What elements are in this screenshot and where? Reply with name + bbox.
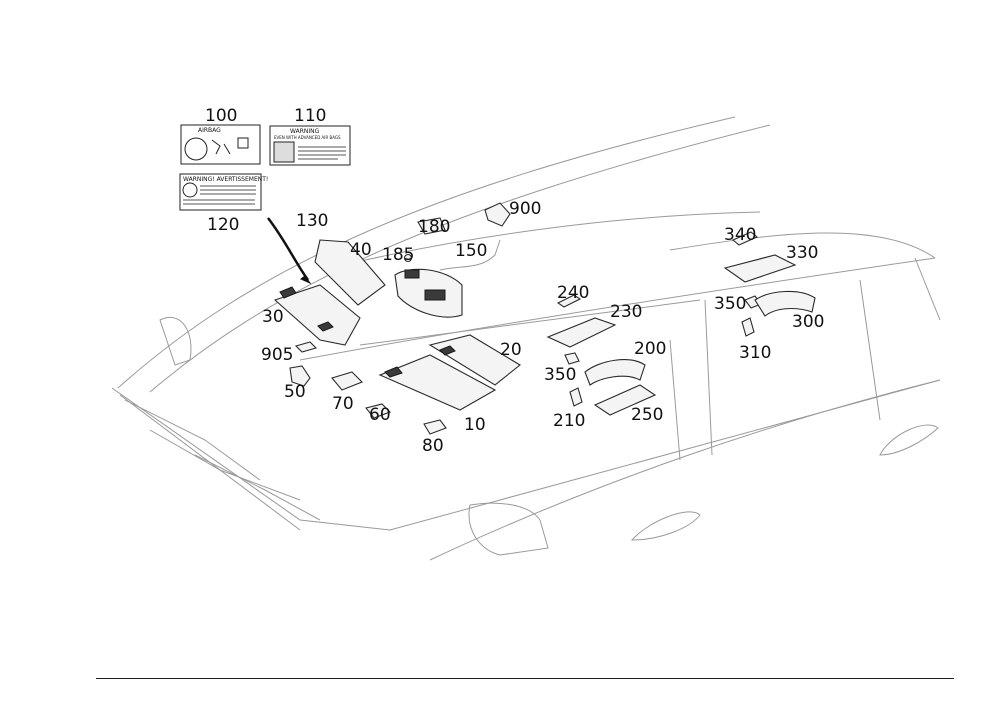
callout-80: 80 [422, 436, 444, 456]
callout-20: 20 [500, 340, 522, 360]
callout-130: 130 [296, 211, 328, 231]
vehicle-outline [111, 116, 941, 561]
callout-330: 330 [786, 243, 818, 263]
callout-350-right: 350 [714, 294, 746, 314]
callout-310: 310 [739, 343, 771, 363]
label-arrow [267, 217, 310, 281]
callout-10: 10 [464, 415, 486, 435]
callout-240: 240 [557, 283, 589, 303]
callout-120: 120 [207, 215, 239, 235]
callout-60: 60 [369, 405, 391, 425]
callout-230: 230 [610, 302, 642, 322]
overhead-console [394, 202, 511, 318]
callout-70: 70 [332, 394, 354, 414]
warning-label: WARNING EVEN WITH ADVANCED AIR BAGS [269, 125, 351, 166]
callout-250: 250 [631, 405, 663, 425]
callout-340: 340 [724, 225, 756, 245]
callout-300: 300 [792, 312, 824, 332]
callout-180: 180 [418, 217, 450, 237]
sun-visor-right [378, 334, 521, 411]
callout-150: 150 [455, 241, 487, 261]
bilingual-label-header: WARNING! AVERTISSEMENT! [183, 176, 268, 183]
callout-200: 200 [634, 339, 666, 359]
callout-900: 900 [509, 199, 541, 219]
airbag-label-header: AIRBAG [198, 127, 221, 134]
callout-210: 210 [553, 411, 585, 431]
small-parts-right [546, 231, 816, 416]
callout-350: 350 [544, 365, 576, 385]
callout-110: 110 [294, 106, 326, 126]
bilingual-warning-label: WARNING! AVERTISSEMENT! [179, 173, 268, 211]
callouts: 100 110 120 130 40 180 185 150 900 30 90… [205, 106, 824, 456]
callout-905: 905 [261, 345, 293, 365]
sun-visor-left [273, 239, 386, 346]
footer-rule [96, 678, 954, 679]
callout-30: 30 [262, 307, 284, 327]
small-parts-left [289, 341, 447, 435]
label-arrowhead [300, 275, 312, 285]
warning-label-subheader: EVEN WITH ADVANCED AIR BAGS [274, 135, 341, 140]
warning-label-header: WARNING [290, 128, 320, 135]
callout-40: 40 [350, 240, 372, 260]
callout-185: 185 [382, 245, 414, 265]
callout-100: 100 [205, 106, 237, 126]
airbag-label: AIRBAG [180, 124, 261, 165]
callout-50: 50 [284, 382, 306, 402]
